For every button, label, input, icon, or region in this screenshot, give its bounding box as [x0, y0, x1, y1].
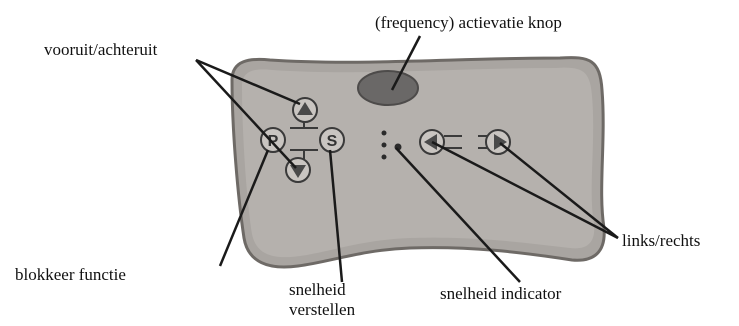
activation-button[interactable]: [358, 71, 418, 105]
s-button[interactable]: S: [320, 128, 344, 152]
speed-indicator-label: snelheid indicator: [440, 284, 561, 304]
speed-adjust-label-line2: verstellen: [289, 300, 355, 320]
forward-backward-label: vooruit/achteruit: [44, 40, 157, 60]
left-right-label: links/rechts: [622, 231, 700, 251]
block-function-label: blokkeer functie: [15, 265, 126, 285]
p-button[interactable]: P: [261, 128, 285, 152]
speed-adjust-label-line1: snelheid: [289, 280, 355, 300]
s-button-label: S: [327, 133, 338, 150]
speed-adjust-label: snelheid verstellen: [289, 280, 355, 320]
activation-button-label: (frequency) actievatie knop: [375, 13, 562, 33]
